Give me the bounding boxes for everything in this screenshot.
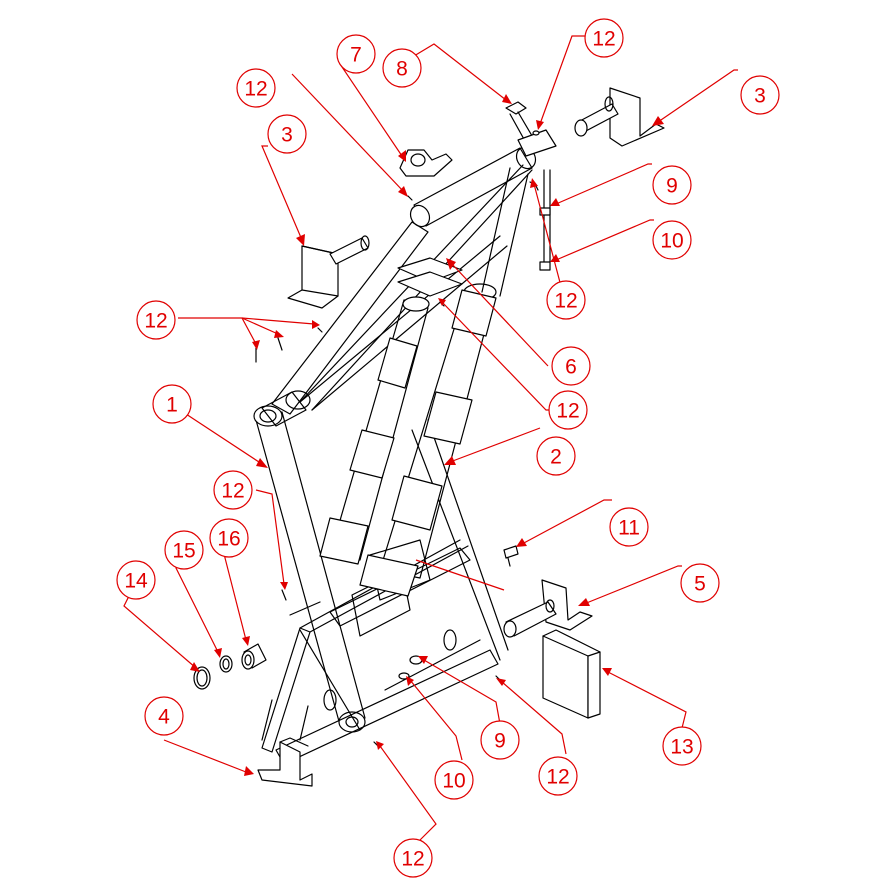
callout-13: 13 [662, 726, 702, 766]
callout-label: 2 [550, 446, 562, 469]
bushing-16 [241, 643, 267, 670]
callout-label: 12 [244, 78, 267, 101]
frame-linework [193, 87, 665, 787]
callout-label: 12 [592, 28, 615, 51]
callout-6: 6 [551, 346, 591, 386]
leader-lines [123, 35, 738, 843]
top-pivot-tube [261, 390, 311, 427]
callout-label: 6 [565, 356, 577, 379]
callout-8: 8 [382, 48, 422, 88]
callout-9-right: 9 [652, 165, 692, 205]
callout-9-lower: 9 [480, 720, 520, 760]
callout-label: 12 [401, 848, 424, 871]
main-left-arm [253, 405, 366, 733]
callout-label: 9 [666, 175, 678, 198]
callout-12-bottom: 12 [393, 838, 433, 878]
callout-3-right: 3 [740, 75, 780, 115]
callout-label: 12 [221, 480, 244, 503]
callout-label: 10 [442, 770, 465, 793]
mount-plate-3-right [574, 87, 665, 147]
callout-label: 4 [158, 706, 170, 729]
callout-12-left: 12 [136, 300, 176, 340]
callout-label: 9 [494, 730, 506, 753]
callout-12-top-left: 12 [236, 68, 276, 108]
callout-12-left-lower: 12 [213, 470, 253, 510]
callout-label: 12 [144, 310, 167, 333]
callout-10-right: 10 [652, 220, 692, 260]
callout-label: 15 [172, 540, 195, 563]
cover-plate-13 [542, 629, 601, 719]
callout-12-lower-right: 12 [538, 756, 578, 796]
callout-label: 3 [754, 85, 766, 108]
callout-11: 11 [609, 507, 649, 547]
bolt-11 [503, 545, 519, 567]
washer-14 [193, 666, 211, 690]
callout-label: 8 [396, 58, 408, 81]
callout-label: 10 [660, 230, 683, 253]
mount-plate-4 [257, 737, 313, 787]
callout-1: 1 [152, 384, 192, 424]
callout-label: 12 [554, 290, 577, 313]
callout-5: 5 [680, 563, 720, 603]
right-upright-tube [481, 167, 529, 297]
callout-bubbles: 1 2 3 3 4 5 6 7 [116, 18, 780, 878]
callout-12-mid: 12 [548, 390, 588, 430]
callout-label: 11 [618, 517, 640, 540]
telescopic-cylinders [319, 283, 497, 597]
callout-12-right: 12 [546, 280, 586, 320]
callout-label: 13 [670, 736, 693, 759]
callout-label: 1 [166, 394, 178, 417]
callout-label: 12 [556, 400, 579, 423]
washer-15 [219, 655, 233, 673]
callout-12-top-right: 12 [584, 18, 624, 58]
callout-16: 16 [209, 518, 249, 558]
callout-3-left: 3 [267, 114, 307, 154]
callout-7: 7 [336, 34, 376, 74]
cylinder-mount-bracket [397, 257, 463, 297]
callout-label: 12 [546, 766, 569, 789]
lower-frame [261, 419, 509, 765]
callout-10-lower: 10 [434, 760, 474, 800]
right-bolt-stack [529, 169, 551, 271]
mount-plate-5 [503, 579, 593, 638]
clamp-bracket-7 [399, 149, 453, 177]
callout-label: 14 [124, 570, 148, 593]
callout-label: 16 [217, 528, 240, 551]
pin-assembly-8 [505, 101, 557, 157]
callout-15: 15 [164, 530, 204, 570]
mount-plate-3-left [287, 235, 370, 309]
callout-label: 3 [281, 124, 293, 147]
callout-14: 14 [116, 560, 156, 600]
callout-4: 4 [144, 696, 184, 736]
callout-label: 7 [350, 44, 362, 67]
callout-label: 5 [694, 573, 706, 596]
callout-2: 2 [536, 436, 576, 476]
